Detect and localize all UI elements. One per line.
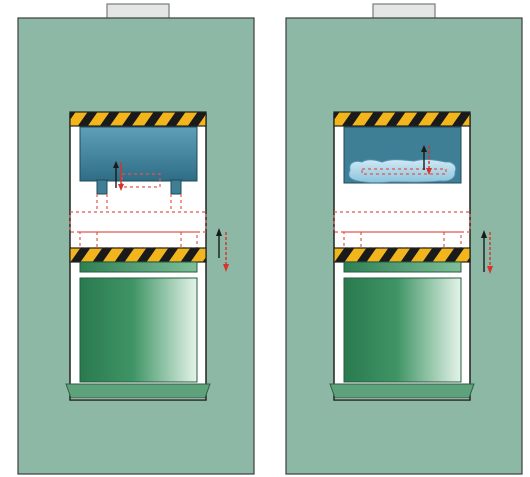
top-cap — [106, 3, 170, 20]
dashed-travel-outline — [333, 168, 471, 249]
hazard-stripe-top — [69, 111, 207, 127]
piston-body — [79, 277, 198, 383]
die-block — [79, 126, 198, 182]
top-cap — [372, 3, 436, 20]
dashed-travel-outline — [69, 173, 207, 249]
chamber-motion-arrows — [216, 228, 229, 272]
membrane-motion-arrows — [421, 145, 432, 175]
hazard-stripe-bottom — [333, 247, 471, 263]
hazard-stripe-top — [333, 111, 471, 127]
piston-plate — [79, 261, 198, 273]
die-pin-right — [170, 179, 182, 195]
piston-plate — [343, 261, 462, 273]
left-press-panel — [17, 3, 255, 475]
die-pin-left — [96, 179, 108, 195]
hazard-stripe-bottom — [69, 247, 207, 263]
right-press-panel — [285, 3, 523, 475]
piston-body — [343, 277, 462, 383]
press-base — [65, 383, 211, 399]
press-base — [329, 383, 475, 399]
fluid-membrane — [348, 158, 457, 184]
chamber-motion-arrows — [481, 230, 493, 274]
die-motion-arrows — [113, 161, 124, 191]
